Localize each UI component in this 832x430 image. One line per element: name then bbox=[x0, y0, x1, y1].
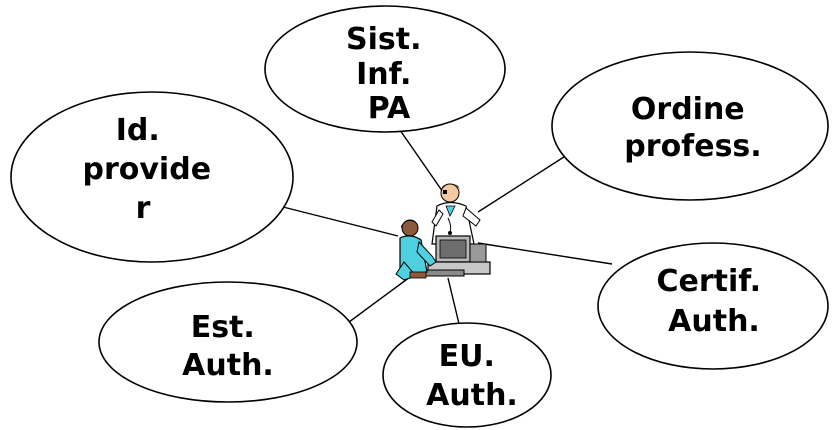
edge-id-provider bbox=[282, 206, 399, 237]
node-est-auth-label: Est. Auth. bbox=[182, 310, 274, 383]
connector-lines bbox=[282, 119, 613, 329]
edge-certif-auth bbox=[477, 242, 613, 265]
doctor-and-nurse-at-computer-icon bbox=[395, 183, 491, 281]
edge-est-auth bbox=[344, 276, 411, 326]
node-sist-inf-pa-label: Sist. Inf. PA bbox=[346, 22, 432, 126]
node-certif-auth[interactable]: Certif. Auth. bbox=[597, 242, 829, 370]
edge-sist-inf-pa bbox=[392, 119, 446, 196]
node-sist-inf-pa-ellipse bbox=[264, 5, 506, 133]
edge-eu-auth bbox=[447, 277, 461, 329]
node-ordine-profess-ellipse bbox=[551, 51, 829, 201]
node-certif-auth-label: Certif. Auth. bbox=[656, 264, 771, 339]
computer-figure bbox=[423, 235, 491, 277]
node-ordine-profess-label: Ordine profess. bbox=[624, 92, 761, 164]
nurse-figure bbox=[395, 219, 437, 281]
edge-ordine-profess bbox=[477, 154, 568, 213]
doctor-figure bbox=[431, 183, 481, 245]
node-est-auth[interactable]: Est. Auth. bbox=[98, 281, 358, 403]
node-id-provider-label: Id. provide r bbox=[83, 113, 222, 226]
node-est-auth-ellipse bbox=[98, 281, 358, 403]
node-sist-inf-pa[interactable]: Sist. Inf. PA bbox=[264, 5, 506, 133]
node-eu-auth[interactable]: EU. Auth. bbox=[382, 322, 552, 428]
node-id-provider-ellipse bbox=[10, 91, 294, 263]
node-eu-auth-label: EU. Auth. bbox=[426, 339, 518, 413]
node-ordine-profess[interactable]: Ordine profess. bbox=[551, 51, 829, 201]
node-certif-auth-ellipse bbox=[597, 242, 829, 370]
node-id-provider[interactable]: Id. provide r bbox=[10, 91, 294, 263]
node-eu-auth-ellipse bbox=[382, 322, 552, 428]
